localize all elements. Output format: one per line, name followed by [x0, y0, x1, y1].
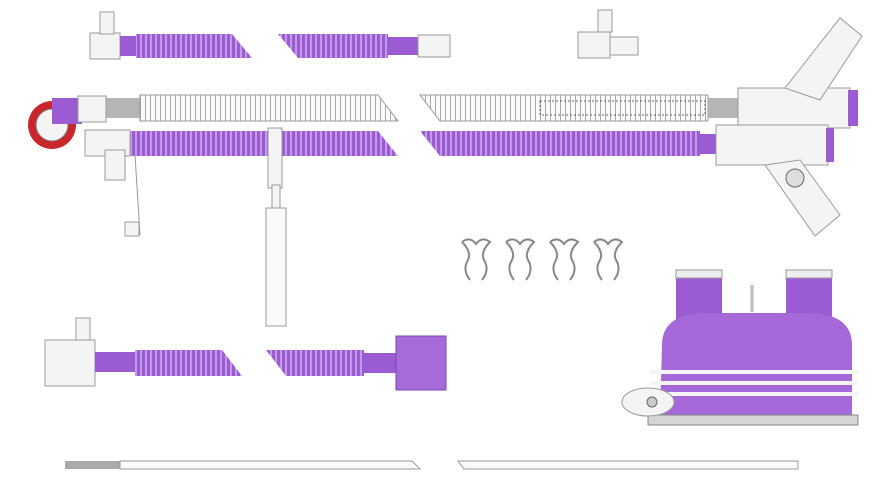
corrugated-tube: [420, 131, 700, 156]
patient-elbow: [28, 95, 141, 237]
y-body-upper: [737, 87, 851, 129]
y-body-lower: [715, 124, 829, 166]
purple-end-cuff: [395, 335, 447, 391]
clip: [549, 238, 580, 281]
connector-body: [577, 31, 611, 59]
probe-stem: [271, 184, 281, 211]
port-cap-right: [785, 269, 833, 279]
purple-cuff: [95, 352, 135, 372]
corrugated-tube: [266, 350, 364, 376]
port: [104, 149, 126, 181]
corrugated-tube: [418, 94, 709, 122]
chamber-base: [647, 414, 859, 426]
wire-connector: [65, 461, 120, 469]
wire-section: [119, 460, 422, 470]
chamber-body: [660, 313, 852, 417]
outlet: [609, 36, 639, 56]
luer-port: [597, 9, 613, 33]
purple-end: [848, 90, 858, 126]
purple-elbow: [52, 98, 82, 124]
corrugated-tube: [130, 131, 398, 156]
purple-cuff: [364, 353, 396, 373]
probe-body: [265, 207, 287, 327]
purple-cuff: [388, 37, 418, 55]
corrugated-tube: [278, 34, 388, 58]
temperature-probe: [265, 184, 287, 327]
luer-port: [75, 317, 91, 341]
luer-port: [99, 11, 115, 35]
purple-cuff: [120, 36, 136, 56]
breathing-tube-segment-bottom: [44, 317, 447, 391]
grey-cuff: [708, 98, 738, 118]
heater-wire-section: [539, 100, 706, 116]
clip: [505, 238, 536, 281]
clip: [593, 238, 624, 281]
humidifier-chamber: [621, 269, 859, 426]
elbow-connector: [77, 95, 107, 123]
elbow-connector-top-right: [577, 9, 639, 59]
breathing-tube-segment-top: [89, 11, 451, 60]
cap: [124, 221, 140, 237]
grey-cuff: [105, 98, 140, 118]
end-connector: [417, 34, 451, 58]
connector-box: [44, 339, 96, 387]
port-cap: [785, 168, 805, 188]
tube-clips: [461, 238, 624, 281]
clip: [461, 238, 492, 281]
y-branch-upper: [784, 17, 863, 101]
connector-body: [89, 32, 121, 60]
feed-inlet-hole: [646, 396, 658, 408]
wire-section: [457, 460, 799, 470]
y-piece-connector: [715, 17, 863, 237]
purple-end: [826, 128, 834, 162]
corrugated-tube: [135, 350, 242, 376]
heater-wire: [65, 460, 799, 470]
purple-cuff: [700, 134, 718, 154]
y-branch-lower: [764, 159, 841, 237]
corrugated-tube: [136, 34, 252, 58]
inspiratory-limb-white: [105, 94, 738, 122]
port-cap-left: [675, 269, 723, 279]
corrugated-tube: [139, 94, 400, 122]
probe-port: [267, 127, 283, 189]
expiratory-limb-purple: [130, 127, 718, 189]
